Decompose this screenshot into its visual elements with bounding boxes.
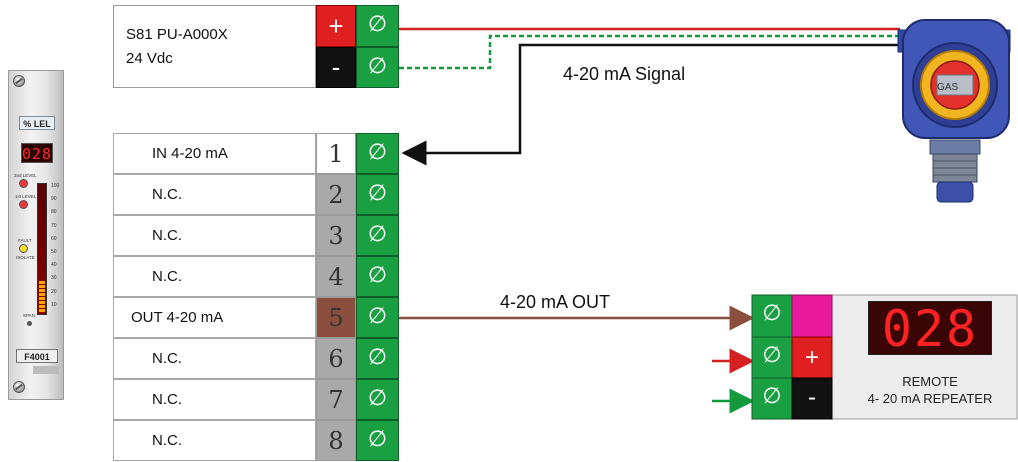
- screw-icon: ∅: [367, 345, 388, 370]
- terminal-number: 5: [316, 297, 356, 338]
- terminal-label: N.C.: [113, 338, 316, 379]
- bargraph-segment: [39, 309, 45, 312]
- terminal-label: IN 4-20 mA: [113, 133, 316, 174]
- module-display: 028: [21, 143, 53, 163]
- power-model: S81 PU-A000X: [126, 26, 228, 43]
- bargraph-segment: [39, 297, 45, 300]
- screw-icon: ∅: [367, 263, 388, 288]
- led-1st-level-label: 1st LEVEL: [15, 194, 37, 199]
- scale-tick-label: 40: [51, 262, 57, 269]
- power-minus-terminal: -: [316, 47, 356, 88]
- detector-module: % LEL 028 2nd LEVEL 1st LEVEL FAULT ISOL…: [8, 70, 64, 400]
- terminal-screw: ∅: [356, 420, 399, 461]
- isolate-label: ISOLATE: [16, 255, 35, 260]
- terminal-label: N.C.: [113, 215, 316, 256]
- led-2nd-level-icon: [19, 179, 28, 188]
- terminal-number: 7: [316, 379, 356, 420]
- bargraph-segment: [39, 301, 45, 304]
- scale-tick-label: 90: [51, 196, 57, 203]
- bottom-screw-icon: [13, 381, 25, 393]
- terminal-number: 1: [316, 133, 356, 174]
- bargraph-segment: [39, 289, 45, 292]
- led-1st-level-icon: [19, 200, 28, 209]
- terminal-screw: ∅: [356, 338, 399, 379]
- scale-tick-label: 20: [51, 288, 57, 295]
- bargraph-scale: 100 90 80 70 60 50 40 30 20 10: [49, 183, 63, 315]
- terminal-screw: ∅: [356, 133, 399, 174]
- repeater-screw-2: [751, 336, 793, 379]
- screw-icon: ∅: [367, 304, 388, 329]
- signal-label: 4-20 mA Signal: [563, 64, 686, 84]
- terminal-number: 2: [316, 174, 356, 215]
- bargraph: [37, 183, 47, 315]
- repeater-subtitle: 4- 20 mA REPEATER: [867, 391, 993, 406]
- scale-tick-label: 80: [51, 209, 57, 216]
- terminal-label: OUT 4-20 mA: [113, 297, 316, 338]
- top-screw-icon: [13, 75, 25, 87]
- supply-negative-wire: [399, 34, 900, 70]
- power-plus-screw: ∅: [356, 5, 399, 47]
- repeater-signal-terminal: [791, 294, 833, 338]
- led-2nd-level-label: 2nd LEVEL: [14, 173, 37, 178]
- repeater-minus-terminal: [791, 377, 833, 420]
- terminal-label: N.C.: [113, 379, 316, 420]
- repeater-display: 028: [868, 301, 992, 356]
- repeater-screw-3: [751, 377, 793, 420]
- module-model: F4001: [16, 349, 58, 363]
- terminal-screw: ∅: [356, 215, 399, 256]
- repeater-title: REMOTE: [902, 374, 958, 389]
- terminal-number: 6: [316, 338, 356, 379]
- bargraph-segment: [39, 293, 45, 296]
- bargraph-segment: [39, 281, 45, 284]
- terminal-number: 3: [316, 215, 356, 256]
- screw-icon: ∅: [367, 181, 388, 206]
- scale-tick-label: 70: [51, 222, 57, 229]
- gas-detector-label: GAS: [937, 82, 959, 93]
- screw-icon: ∅: [367, 12, 388, 37]
- screw-icon: ∅: [367, 140, 388, 165]
- repeater-plus-label: +: [804, 344, 819, 371]
- scale-tick-label: 60: [51, 235, 57, 242]
- fault-led-icon: [19, 244, 28, 253]
- model-plate: [33, 366, 59, 374]
- power-supply-label-box: S81 PU-A000X 24 Vdc: [113, 5, 316, 88]
- screw-icon: ∅: [367, 386, 388, 411]
- screw-icon: ∅: [762, 301, 782, 326]
- repeater-minus-label: -: [808, 384, 816, 411]
- scale-tick-label: 100: [51, 183, 60, 189]
- terminal-screw: ∅: [356, 379, 399, 420]
- screw-icon: ∅: [367, 222, 388, 247]
- terminal-number: 8: [316, 420, 356, 461]
- output-label: 4-20 mA OUT: [500, 292, 611, 312]
- span-adjust-icon: [27, 321, 32, 326]
- signal-wire: [401, 43, 905, 166]
- terminal-label: N.C.: [113, 174, 316, 215]
- terminal-screw: ∅: [356, 256, 399, 297]
- bargraph-segment: [39, 305, 45, 308]
- gas-detector-icon: [897, 19, 1011, 203]
- repeater-screw-1: [751, 294, 793, 338]
- module-unit-label: % LEL: [19, 116, 55, 130]
- scale-tick-label: 30: [51, 275, 57, 282]
- terminal-screw: ∅: [356, 174, 399, 215]
- scale-tick-label: 50: [51, 249, 57, 255]
- screw-icon: ∅: [762, 343, 782, 368]
- screw-icon: ∅: [762, 384, 782, 409]
- scale-tick-label: 10: [51, 301, 57, 308]
- screw-icon: ∅: [367, 54, 388, 79]
- terminal-number: 4: [316, 256, 356, 297]
- fault-label: FAULT: [18, 238, 32, 243]
- power-voltage: 24 Vdc: [126, 50, 173, 67]
- bargraph-segment: [39, 285, 45, 288]
- power-plus-terminal: +: [316, 5, 356, 47]
- terminal-screw: ∅: [356, 297, 399, 338]
- span-label: SPAN: [23, 313, 35, 318]
- power-minus-screw: ∅: [356, 47, 399, 88]
- terminal-label: N.C.: [113, 256, 316, 297]
- screw-icon: ∅: [367, 427, 388, 452]
